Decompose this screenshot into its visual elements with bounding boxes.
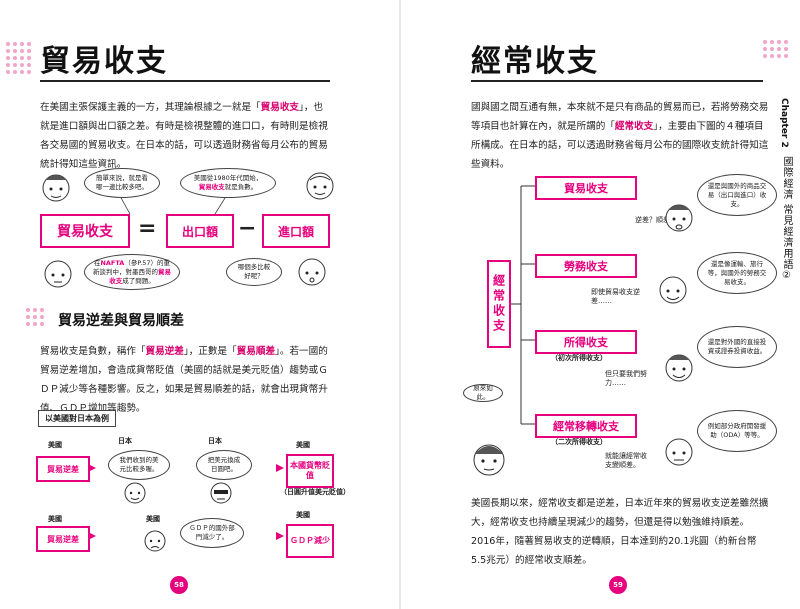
left-page: 貿易收支 在美國主張保護主義的一方，其理論根據之一就是「貿易收支」，也就是進口額… (0, 0, 399, 609)
pointing-figure-icon (659, 200, 699, 244)
title-rule (40, 80, 330, 82)
teacher-figure-icon (300, 168, 340, 212)
row2-us-label: 美國 (48, 515, 62, 523)
row2-bubble: ＧＤＰ的國外部門減少了。 (180, 518, 244, 548)
item-trade-balance: 貿易收支 (535, 176, 637, 200)
page-number: 58 (170, 576, 188, 594)
bubble-services: 還是像運輸、旅行等，與國外的勞務交易收支。 (697, 252, 777, 294)
paragraph-1: 國與國之間互通有無，本來就不是只有商品的貿易而已，若將勞務交易等項目也計算在內，… (471, 102, 769, 170)
right-page: 經常收支 國與國之間互通有無，本來就不是只有商品的貿易而已，若將勞務交易等項目也… (401, 0, 800, 609)
note-trade: 逆差？順差？ (635, 216, 677, 224)
item-transfer-balance: 經常移轉收支 (535, 414, 637, 438)
item-services-balance: 勞務收支 (535, 254, 637, 278)
side-note-bubble: 原來如此。 (463, 384, 503, 402)
smiling-figure-icon (659, 350, 699, 394)
trade-balance-box: 貿易收支 (40, 214, 130, 248)
row1-result-box: 本國貨幣貶值 (286, 454, 334, 488)
speech-bubble-a: 簡單來說，就是看哪一邊比較多吧。 (84, 168, 160, 198)
listener-figure-icon (465, 440, 513, 492)
subheading: 貿易逆差與貿易順差 (58, 313, 184, 329)
speech-bubble-d: 哪個多比較好呢？ (226, 258, 282, 286)
row2-deficit-box: 貿易逆差 (36, 526, 90, 552)
decorative-dots (763, 40, 788, 58)
example-label: 以美國對日本為例 (38, 410, 116, 427)
equation-figure-lines (119, 195, 226, 215)
note-services: 即使貿易收支逆差…… (591, 288, 640, 305)
note-income: 但只要我們努力…… (605, 370, 647, 387)
current-account-root: 經常收支 (487, 260, 511, 348)
chapter-tab: Chapter 2 (779, 98, 789, 148)
item-income-balance: 所得收支 (535, 330, 637, 354)
us-person-icon (140, 528, 170, 562)
explaining-figure-icon (653, 272, 693, 316)
decorative-dots (6, 42, 31, 74)
speech-bubble-c: 在NAFTA（參P.57）的重新談判中，對墨西哥的貿易收支成了問題。 (84, 254, 180, 290)
paragraph-2: 貿易收支是負數，稱作「貿易逆差」，正數是「貿易順差」。若一國的貿易逆差增加，會造… (40, 346, 328, 414)
bubble-income: 還是對外國的直接投資或證券投資收益。 (697, 326, 777, 368)
thinking-figure-icon (38, 256, 78, 300)
export-box: 出口額 (166, 214, 234, 248)
question-figure-icon (292, 254, 332, 298)
equals-sign: = (138, 216, 157, 241)
row2-us4-label: 美國 (296, 511, 310, 519)
sub-income: （初次所得收支） (551, 354, 607, 362)
chapter-title-tab: 國際經濟 常見經濟用語② (781, 156, 792, 283)
row2-result-box: ＧＤＰ減少 (286, 524, 334, 558)
paragraph-1: 在美國主張保護主義的一方，其理論根據之一就是「貿易收支」，也就是進口額與出口額之… (40, 102, 328, 170)
student-figure-icon (36, 170, 76, 214)
japan-person2-icon (206, 480, 236, 514)
paragraph-2: 美國長期以來，經常收支都是逆差，日本近年來的貿易收支逆差雖然擴大，經常收支也持續… (471, 498, 769, 566)
row1-deficit-box: 貿易逆差 (36, 456, 90, 482)
decorative-dots-2 (26, 308, 44, 326)
page-title: 經常收支 (471, 44, 599, 79)
row1-us2-label: 美國 (296, 441, 310, 449)
page-number: 59 (609, 576, 627, 594)
pointing-figure2-icon (659, 434, 699, 478)
row1-jp-label: 日本 (118, 437, 132, 445)
minus-sign: − (238, 216, 257, 241)
title-rule (471, 80, 763, 82)
import-box: 進口額 (262, 214, 330, 248)
row2-us3-label: 美國 (146, 515, 160, 523)
row1-jp-bubble: 我們收到的美元比較多喔。 (108, 450, 170, 480)
row1-jp2-label: 日本 (208, 437, 222, 445)
speech-bubble-b: 美國從1980年代開始，貿易收支就是負數。 (180, 168, 276, 198)
sub-transfer: （二次所得收支） (551, 438, 607, 446)
row1-note: （日圓升值美元貶值） (280, 488, 350, 496)
bubble-transfer: 例如部分政府開發援助（ODA）等等。 (697, 410, 777, 452)
note-transfer: 就能讓經常收支變順差。 (605, 452, 647, 469)
row1-us-label: 美國 (48, 441, 62, 449)
page-title: 貿易收支 (40, 44, 168, 79)
japan-person-icon (120, 480, 150, 514)
row1-jp2-bubble: 把美元換成日圓吧。 (196, 450, 252, 480)
bubble-trade: 還是與國外的商品交易（出口與進口）收支。 (697, 174, 777, 216)
book-gutter (399, 0, 401, 609)
example-arrows (88, 464, 284, 540)
